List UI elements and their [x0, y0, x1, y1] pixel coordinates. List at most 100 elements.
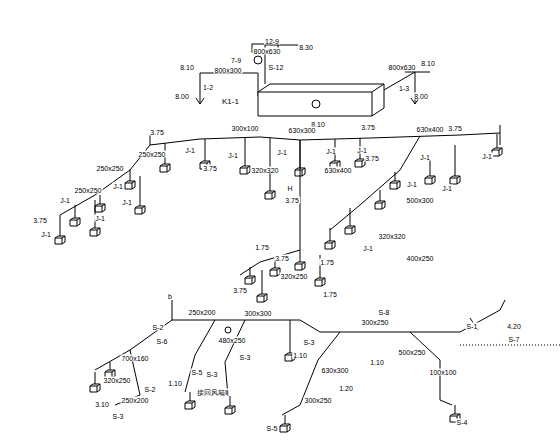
duct-label: 1.10: [369, 359, 385, 366]
duct-label: J-1: [112, 183, 124, 190]
diffuser-stem: [290, 345, 291, 353]
lower-ducts: [95, 300, 560, 415]
diffuser-symbol: [325, 241, 335, 249]
duct-label: 3.75: [274, 255, 290, 262]
duct-label: 3.75: [447, 125, 463, 132]
duct-label: S-5: [266, 425, 279, 432]
diffuser-symbol: [375, 201, 385, 209]
diffuser-stem: [330, 228, 331, 241]
duct-label: 250x200: [188, 309, 217, 316]
duct-label: 630x400: [416, 126, 445, 133]
duct-label: 8.10: [179, 64, 195, 71]
diffuser-symbol: [125, 181, 135, 189]
diffuser-symbol: [245, 276, 255, 284]
middle-ducts: [60, 125, 500, 275]
diffuser-symbol: [425, 176, 435, 184]
diffuser-symbol: [160, 164, 170, 172]
unit-label: K1-1: [222, 98, 239, 106]
duct-label: 630x300: [288, 127, 317, 134]
duct-label: S-4: [456, 419, 469, 426]
duct-label: 1.75: [254, 244, 270, 251]
duct-label: 100x100: [429, 369, 458, 376]
duct-label: 300x250: [304, 397, 333, 404]
unit-outline: [258, 80, 388, 120]
duct-label: 800x630: [388, 64, 417, 71]
duct-label: 接回风箱Ⅱ: [196, 389, 229, 396]
diffuser-symbol: [270, 268, 280, 276]
diffuser-symbol: [295, 168, 305, 176]
duct-label: S-3: [239, 354, 252, 361]
diffuser-stem: [230, 396, 231, 406]
duct-label: J-1: [276, 149, 288, 156]
duct-label: S-5: [191, 369, 204, 376]
duct-label: S-8: [378, 309, 391, 316]
duct-label: 300x100: [231, 125, 260, 132]
duct-label: 3.10: [94, 401, 110, 408]
duct-label: S-6: [156, 338, 169, 345]
diffuser-stem: [100, 195, 101, 204]
air-unit-box: K1-1: [222, 80, 388, 120]
duct-label: S-7: [508, 336, 521, 343]
diffuser-symbols: [55, 134, 502, 432]
duct-label: 300x300: [244, 310, 273, 317]
duct-label: 700x160: [121, 355, 150, 362]
duct-label: 3.75: [32, 217, 48, 224]
diffuser-symbol: [492, 148, 502, 156]
duct-label: 8.00: [413, 93, 429, 100]
diffuser-stem: [95, 372, 96, 384]
duct-label: 800x300: [214, 67, 243, 74]
diffuser-stem: [300, 250, 301, 262]
duct-label: J-1: [419, 154, 431, 161]
duct-label: 3.75: [202, 165, 218, 172]
duct-label: 1.20: [338, 385, 354, 392]
duct-label: 630x400: [324, 167, 353, 174]
diffuser-symbol: [345, 226, 355, 234]
duct-label: 8.30: [298, 44, 314, 51]
duct-label: 250x250: [74, 187, 103, 194]
diffuser-stem: [262, 270, 263, 294]
diffuser-stem: [250, 267, 251, 276]
diffuser-symbol: [70, 218, 80, 226]
diffuser-symbol: [315, 278, 325, 286]
duct-label: 250x250: [96, 165, 125, 172]
duct-label: J-1: [356, 147, 368, 154]
duct-label: J-1: [227, 152, 239, 159]
duct-label: 300x250: [361, 319, 390, 326]
diffuser-stem: [395, 172, 396, 181]
diffuser-stem: [270, 138, 271, 191]
diffuser-symbol: [55, 236, 65, 244]
diffuser-stem: [455, 405, 456, 414]
duct-label: 4.20: [506, 323, 522, 330]
duct-label: S-2: [152, 324, 165, 331]
duct-label: 250x250: [138, 151, 167, 158]
diffuser-stem: [300, 140, 301, 168]
duct-label: J-1: [406, 181, 418, 188]
diffuser-stem: [350, 208, 351, 226]
diffuser-symbol: [95, 204, 105, 212]
duct-label: J-1: [121, 199, 133, 206]
duct-label: S-12: [268, 64, 285, 71]
duct-label: J-1: [441, 185, 453, 192]
duct-label: J-1: [40, 231, 52, 238]
diffuser-symbol: [225, 406, 235, 414]
duct-label: 8.00: [174, 93, 190, 100]
duct-label: S-3: [112, 413, 125, 420]
duct-label: 1.10: [167, 380, 183, 387]
diffuser-symbol: [240, 166, 250, 174]
diffuser-symbol: [257, 294, 267, 302]
duct-label: J-1: [362, 245, 374, 252]
duct-label: 3.75: [284, 197, 300, 204]
duct-label: S-2: [144, 386, 157, 393]
duct-label: 400x250: [406, 255, 435, 262]
diffuser-symbol: [265, 191, 275, 199]
duct-label: 12-9: [264, 38, 280, 45]
diffuser-symbol: [185, 401, 195, 409]
duct-label: 250x200: [121, 397, 150, 404]
duct-label: 320x320: [378, 233, 407, 240]
diffuser-stem: [205, 139, 206, 161]
diffuser-symbol: [90, 228, 100, 236]
diffuser-symbol: [90, 384, 100, 392]
duct-label: 8.10: [420, 60, 436, 67]
duct-label: S-1: [466, 323, 479, 330]
duct-label: 3.75: [149, 129, 165, 136]
